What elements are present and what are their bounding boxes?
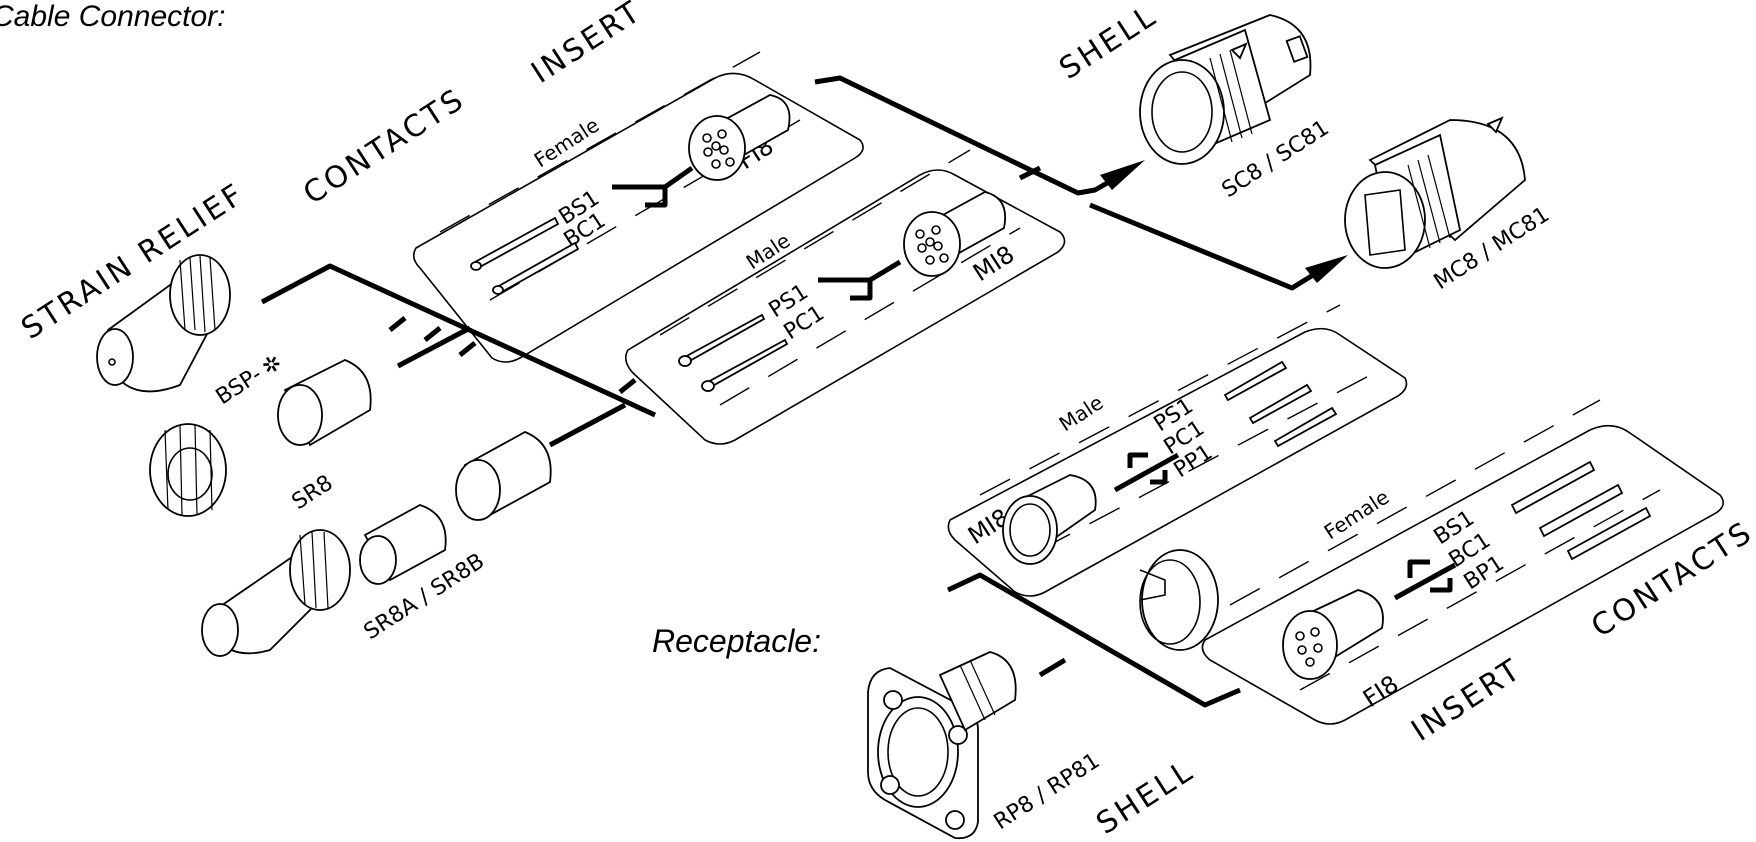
female-divider <box>439 51 761 233</box>
receptacle-title: Receptacle: <box>652 623 821 659</box>
receptacle-bc1-contact-icon <box>1538 483 1624 538</box>
receptacle-fi8-insert-icon <box>1282 589 1384 680</box>
female-panel-outline <box>412 72 864 363</box>
receptacle-female-divider-lower <box>1299 489 1661 691</box>
shell-flow-line-upper <box>814 75 1132 196</box>
fi8-insert-icon <box>688 94 791 181</box>
mi8-label: MI8 <box>968 240 1019 287</box>
receptacle-coupling-ring-icon <box>1139 549 1219 651</box>
receptacle-flow-tick <box>1038 657 1067 678</box>
bsp-label: BSP- <box>212 362 267 410</box>
receptacle-insert-header: INSERT <box>1405 652 1528 749</box>
receptacle-mi8-insert-icon <box>1002 474 1097 565</box>
sr8ab-strain-relief-icon <box>201 431 552 657</box>
receptacle-shell-header: SHELL <box>1090 753 1200 842</box>
mc8-shell-icon <box>1344 116 1526 269</box>
rp8-receptacle-shell-icon <box>867 651 1017 840</box>
cable-connector-title: Cable Connector: <box>0 0 225 33</box>
receptacle-male-divider <box>979 304 1341 496</box>
shell-header: SHELL <box>1053 0 1163 87</box>
sr8-flow-line <box>396 325 472 369</box>
bsp-strain-relief-icon <box>96 254 231 393</box>
receptacle-flow-line <box>946 572 1241 708</box>
bs1-contact-icon <box>470 216 560 271</box>
receptacle-female-panel-outline <box>1201 424 1724 725</box>
receptacle-pc1-contact-icon <box>1248 383 1313 425</box>
male-label: Male <box>742 228 795 274</box>
male-divider <box>659 149 971 336</box>
receptacle-female-divider <box>1229 399 1601 606</box>
receptacle-male-divider-lower <box>1039 369 1381 551</box>
female-contacts-bracket <box>612 165 694 208</box>
flow-ticks <box>388 316 637 394</box>
rp8-label: RP8 / RP81 <box>990 748 1105 835</box>
shell-flow-line-lower <box>1089 202 1320 291</box>
receptacle-ps1-contact-icon <box>1223 360 1288 402</box>
receptacle-pp1-contact-icon <box>1273 406 1338 448</box>
strain-relief-flow-line <box>260 263 657 418</box>
pc1-contact-icon <box>701 338 789 392</box>
sr8-label: SR8 <box>288 471 338 516</box>
bc1-contact-icon <box>492 241 580 295</box>
arrow-to-mc8-icon <box>1305 255 1348 283</box>
sr8ab-flow-line <box>548 402 627 448</box>
insert-header: INSERT <box>525 0 648 91</box>
male-panel-outline <box>624 169 1066 445</box>
arrow-to-sc8-icon <box>1100 160 1145 190</box>
mi8-insert-icon <box>903 191 1006 277</box>
receptacle-male-bracket <box>1113 452 1180 493</box>
ps1-contact-icon <box>678 313 766 367</box>
male-contacts-bracket <box>818 259 902 301</box>
receptacle-male-label: Male <box>1055 390 1108 436</box>
sc8-shell-icon <box>1139 14 1312 165</box>
receptacle-bs1-contact-icon <box>1510 460 1596 515</box>
shell-flow-tick <box>1018 165 1042 181</box>
male-divider-lower <box>719 227 1021 406</box>
receptacle-fi8-label: FI8 <box>1358 670 1404 713</box>
sr8-strain-relief-icon <box>149 359 372 517</box>
receptacle-female-bracket <box>1393 559 1457 601</box>
receptacle-bp1-contact-icon <box>1566 506 1652 561</box>
contacts-header: CONTACTS <box>297 81 471 211</box>
receptacle-male-panel-outline <box>947 327 1408 597</box>
